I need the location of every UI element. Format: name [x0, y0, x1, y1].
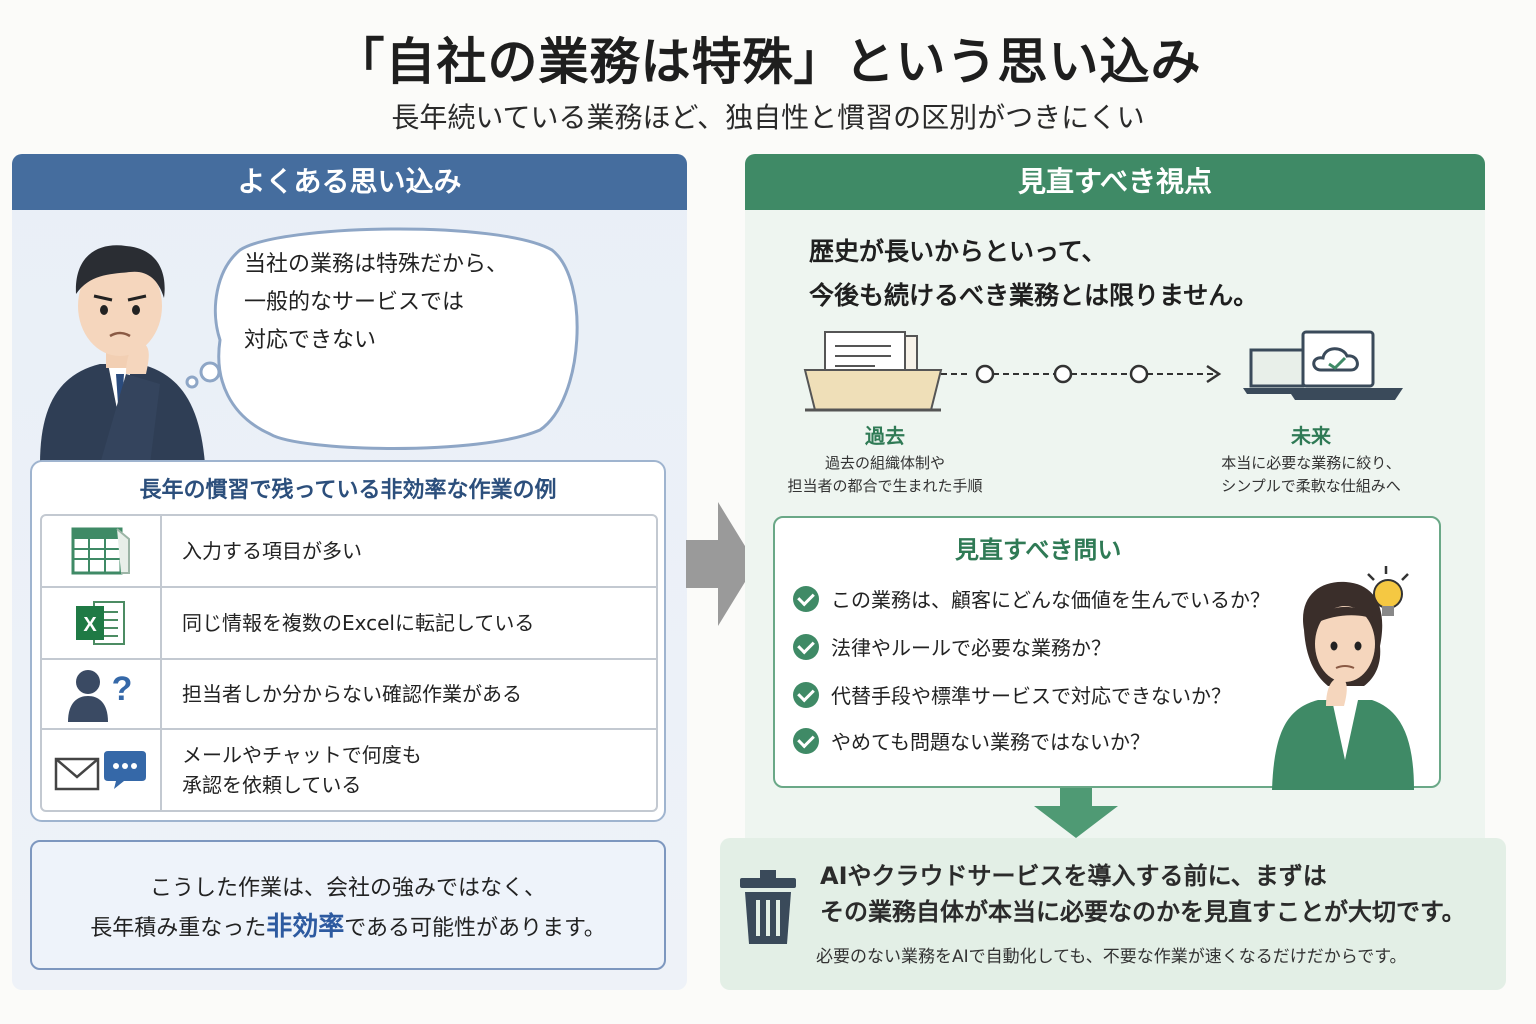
key-message-line: AIやクラウドサービスを導入する前に、まずは [820, 862, 1327, 890]
note-text: 長年積み重なった [90, 916, 267, 941]
example-row: X 同じ情報を複数のExcelに転記している [42, 588, 656, 660]
lead-line: 今後も続けるべき業務とは限りません。 [809, 281, 1259, 310]
question-mark: ? [112, 670, 133, 708]
example-row: ? 担当者しか分からない確認作業がある [42, 660, 656, 730]
example-text: 入力する項目が多い [182, 539, 362, 563]
future-desc-line: シンプルで柔軟な仕組みへ [1221, 477, 1401, 495]
review-header: 見直すべき視点 [745, 154, 1485, 210]
inefficient-examples-box: 長年の慣習で残っている非効率な作業の例 入力する項目が多い [30, 460, 666, 822]
question-text: やめても問題ない業務ではないか？ [831, 730, 1150, 754]
bubble-line: 当社の業務は特殊だから、 [244, 252, 509, 277]
check-icon [793, 585, 819, 612]
archive-box-icon [803, 331, 943, 412]
key-message-box: AIやクラウドサービスを導入する前に、まずは その業務自体が本当に必要なのかを見… [720, 838, 1506, 990]
note-line: 長年積み重なった非効率である可能性があります。 [32, 908, 664, 948]
check-icon [793, 681, 819, 708]
questions-title: 見直すべき問い [955, 536, 1122, 564]
future-description: 本当に必要な業務に絞り、 シンプルで柔軟な仕組みへ [1201, 452, 1421, 498]
example-text: 同じ情報を複数のExcelに転記している [182, 611, 535, 635]
spreadsheet-icon [42, 516, 162, 586]
page-title: 「自社の業務は特殊」という思い込み [334, 33, 1202, 91]
past-desc-line: 過去の組織体制や [824, 454, 945, 472]
misconception-header: よくある思い込み [12, 154, 687, 210]
person-question-icon: ? [42, 660, 162, 728]
past-label: 過去 [865, 424, 905, 448]
excel-icon: X [42, 588, 162, 658]
question-text: 代替手段や標準サービスで対応できないか？ [831, 684, 1231, 708]
question-item: 法律やルールで必要な業務か？ [793, 632, 1111, 661]
bubble-line: 対応できない [244, 328, 377, 353]
thinking-woman-illustration [1272, 566, 1414, 790]
past-description: 過去の組織体制や 担当者の都合で生まれた手順 [775, 452, 995, 498]
lightbulb-icon [1367, 566, 1409, 616]
misconception-panel: よくある思い込み 当社の業務は特殊だから、 一般的なサービスでは 対応できない … [12, 154, 687, 990]
past-to-future-timeline [803, 330, 1403, 412]
example-text: 承認を依頼している [182, 773, 362, 797]
question-item: やめても問題ない業務ではないか？ [793, 726, 1150, 755]
page-subtitle: 長年続いている業務ほど、独自性と慣習の区別がつきにくい [391, 101, 1145, 134]
question-item: この業務は、顧客にどんな価値を生んでいるか？ [793, 584, 1270, 613]
key-message: AIやクラウドサービスを導入する前に、まずは その業務自体が本当に必要なのかを見… [820, 858, 1466, 930]
bubble-text: 当社の業務は特殊だから、 一般的なサービスでは 対応できない [244, 246, 564, 360]
note-line: こうした作業は、会社の強みではなく、 [149, 876, 546, 901]
mail-chat-icon [42, 730, 162, 810]
question-text: この業務は、顧客にどんな価値を生んでいるか？ [831, 588, 1270, 612]
trash-icon [740, 870, 796, 944]
question-item: 代替手段や標準サービスで対応できないか？ [793, 680, 1231, 709]
bubble-line: 一般的なサービスでは [244, 290, 465, 315]
inefficiency-highlight: 非効率 [266, 912, 345, 942]
excel-letter: X [83, 614, 97, 636]
example-text: 担当者しか分からない確認作業がある [182, 682, 522, 706]
question-text: 法律やルールで必要な業務か？ [831, 636, 1111, 660]
conclusion-note: こうした作業は、会社の強みではなく、 長年積み重なった非効率である可能性がありま… [30, 840, 666, 970]
examples-table: 入力する項目が多い X 同じ情報を複数のExcelに転記している [40, 514, 658, 812]
thought-bubble [185, 227, 579, 450]
future-label: 未来 [1291, 424, 1331, 448]
key-message-line: その業務自体が本当に必要なのかを見直すことが大切です。 [820, 898, 1466, 926]
down-arrow-icon [1034, 788, 1118, 838]
example-row: メールやチャットで何度も 承認を依頼している [42, 730, 656, 810]
example-row: 入力する項目が多い [42, 516, 656, 588]
example-text: メールやチャットで何度も [182, 743, 422, 767]
thinking-man-illustration [40, 245, 205, 464]
key-message-reason: 必要のない業務をAIで自動化しても、不要な作業が速くなるだけだからです。 [816, 947, 1407, 967]
past-desc-line: 担当者の都合で生まれた手順 [787, 477, 983, 495]
note-text: である可能性があります。 [344, 916, 606, 941]
cloud-laptop-icon [1243, 330, 1403, 400]
lead-text: 歴史が長いからといって、 今後も続けるべき業務とは限りません。 [809, 230, 1258, 318]
check-icon [793, 633, 819, 660]
future-desc-line: 本当に必要な業務に絞り、 [1221, 454, 1401, 472]
examples-title: 長年の慣習で残っている非効率な作業の例 [139, 478, 557, 503]
right-arrow-icon [686, 502, 756, 626]
check-icon [793, 727, 819, 754]
lead-line: 歴史が長いからといって、 [809, 237, 1107, 266]
